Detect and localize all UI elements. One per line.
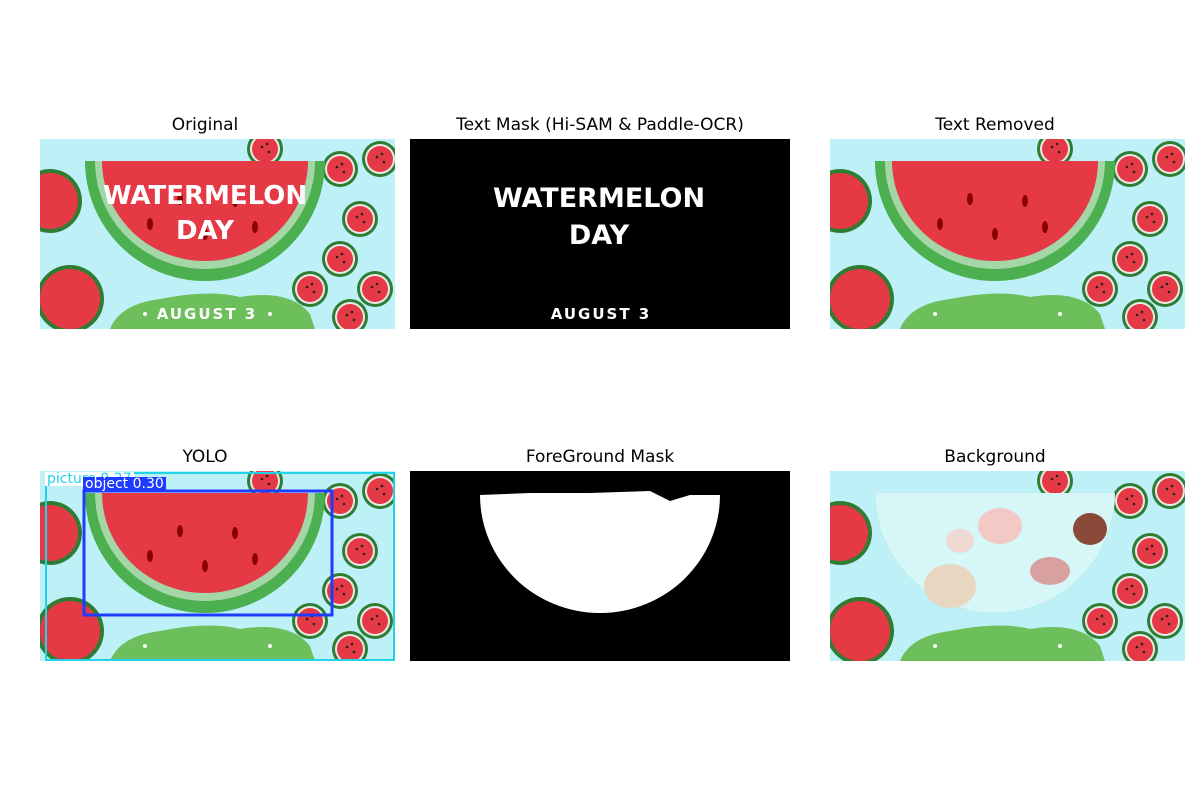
text-removed-image [830,139,1185,329]
original-image: WATERMELON DAY • AUGUST 3 • [40,139,395,329]
text-mask-image: WATERMELON DAY AUGUST 3 [410,139,790,329]
title-original: Original [171,115,239,135]
yolo-image: picture 0.27 object 0.30 [40,471,395,661]
foreground-mask-image [410,471,790,661]
foreground-mask-shape [480,491,720,613]
mask-title-line1: WATERMELON [493,183,705,214]
title-text-mask: Text Mask (Hi-SAM & Paddle-OCR) [456,115,744,135]
mask-title-line2: DAY [569,220,630,251]
yolo-label-object: object 0.30 [83,476,166,492]
yolo-box-object [82,489,334,617]
poster-bullet-right: • [266,307,274,323]
title-foreground-mask: ForeGround Mask [525,447,675,467]
poster-bullet-left: • [141,307,149,323]
poster-title-line1: WATERMELON [103,181,307,211]
poster-date: AUGUST 3 [157,305,258,323]
title-yolo: YOLO [182,447,228,467]
poster-title-line2: DAY [176,216,235,246]
background-image [830,471,1185,661]
title-background: Background [944,447,1046,467]
title-text-removed: Text Removed [935,115,1055,135]
yolo-box-picture [45,472,395,661]
mask-date: AUGUST 3 [551,305,652,323]
